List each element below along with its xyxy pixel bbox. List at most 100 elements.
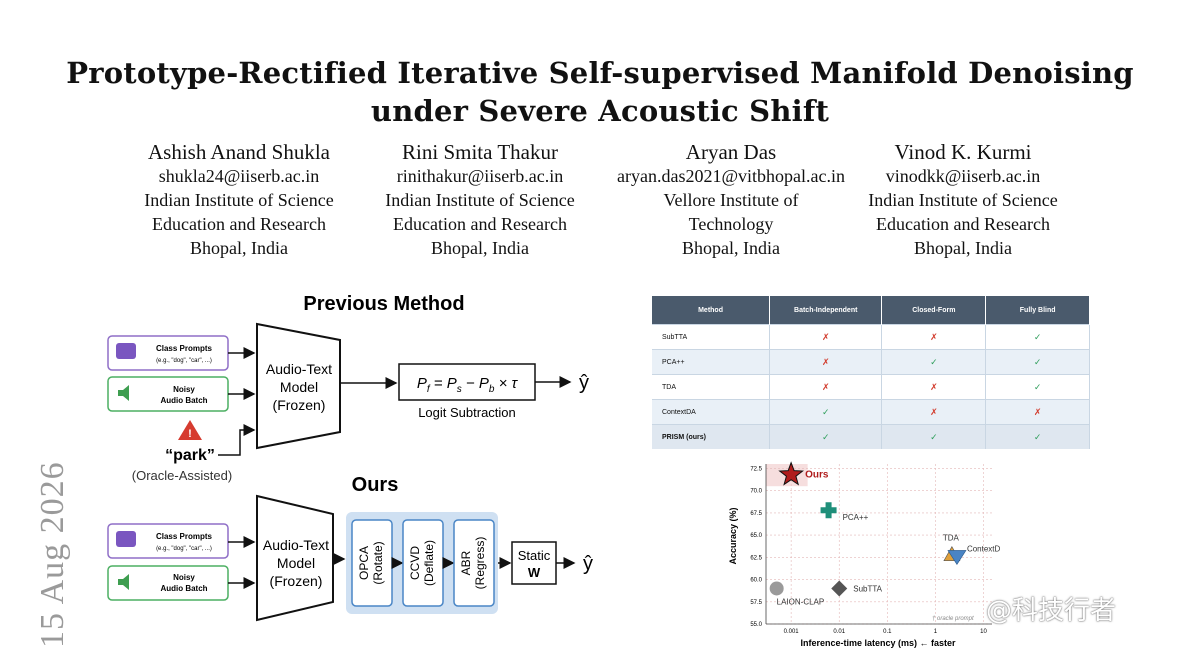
header-closed-form: Closed-Form xyxy=(881,296,987,325)
check-mark: ✓ xyxy=(881,349,987,375)
author-name: Vinod K. Kurmi xyxy=(894,140,1032,164)
author-block: Rini Smita Thakur rinithakur@iiserb.ac.i… xyxy=(355,140,605,260)
model-frozen-label: (Frozen) xyxy=(270,573,323,589)
opca-label: OPCA xyxy=(357,546,371,580)
abr-sub: (Regress) xyxy=(473,537,487,590)
check-mark: ✓ xyxy=(881,424,987,449)
method-cell: ContextDA xyxy=(652,399,771,425)
table-row: TDA ✗ ✗ ✓ xyxy=(652,374,1090,400)
author-affiliation: Education and Research xyxy=(876,214,1050,234)
cross-mark: ✗ xyxy=(769,324,883,350)
chat-icon xyxy=(116,343,136,359)
y-tick-label: 65.0 xyxy=(750,533,762,539)
author-location: Bhopal, India xyxy=(682,238,780,258)
author-affiliation: Indian Institute of Science xyxy=(868,190,1058,210)
y-tick-label: 62.5 xyxy=(750,555,762,561)
author-affiliation: Technology xyxy=(688,214,774,234)
author-location: Bhopal, India xyxy=(190,238,288,258)
author-affiliation: Education and Research xyxy=(393,214,567,234)
table-row: PCA++ ✗ ✓ ✓ xyxy=(652,349,1090,375)
y-tick-label: 60.0 xyxy=(750,578,762,584)
author-affiliation: Indian Institute of Science xyxy=(385,190,575,210)
ours-star-point xyxy=(778,461,804,486)
pcapp-plus-point xyxy=(820,502,837,519)
author-block: Vinod K. Kurmi vinodkk@iiserb.ac.in Indi… xyxy=(838,140,1088,260)
author-email[interactable]: rinithakur@iiserb.ac.in xyxy=(396,166,564,186)
author-email[interactable]: shukla24@iiserb.ac.in xyxy=(158,166,320,186)
check-mark: ✓ xyxy=(985,324,1090,350)
author-email[interactable]: vinodkk@iiserb.ac.in xyxy=(885,166,1041,186)
author-block: Ashish Anand Shukla shukla24@iiserb.ac.i… xyxy=(114,140,364,260)
method-cell: TDA xyxy=(652,374,771,400)
point-label: SubTTA xyxy=(853,584,882,593)
prediction-output: ŷ xyxy=(579,372,589,394)
subtta-diamond-point xyxy=(831,580,848,597)
chat-icon xyxy=(116,531,136,547)
class-prompts-label: Class Prompts xyxy=(156,532,213,541)
paper-title-line1: Prototype-Rectified Iterative Self-super… xyxy=(66,56,1134,90)
point-label: ContextDA† xyxy=(967,544,1000,553)
paper-title-line2: under Severe Acoustic Shift xyxy=(370,94,830,128)
table-row: ContextDA ✓ ✗ ✗ xyxy=(652,399,1090,425)
y-tick-label: 67.5 xyxy=(750,511,762,517)
model-label: Audio-Text xyxy=(266,361,332,377)
class-prompts-example: (e.g., "dog", "car", ...) xyxy=(156,358,212,364)
previous-method-title: Previous Method xyxy=(303,293,464,315)
oracle-assisted-label: (Oracle-Assisted) xyxy=(132,468,232,483)
audio-text-model xyxy=(256,322,341,450)
audio-text-model xyxy=(256,494,334,622)
noisy-label: Noisy xyxy=(173,385,195,394)
logit-subtraction-label: Logit Subtraction xyxy=(418,405,516,420)
point-label: Ours xyxy=(805,470,829,481)
header-method: Method xyxy=(652,296,771,325)
y-tick-label: 57.5 xyxy=(750,600,762,606)
cross-mark: ✗ xyxy=(769,349,883,375)
method-diagram: Previous Method Class Prompts (e.g., "do… xyxy=(107,293,593,622)
author-affiliation: Vellore Institute of xyxy=(663,190,799,210)
check-mark: ✓ xyxy=(985,424,1090,449)
x-tick-label: 0.01 xyxy=(833,629,845,635)
speaker-icon xyxy=(118,385,129,401)
point-label: PCA++ xyxy=(843,513,869,522)
x-tick-label: 0.001 xyxy=(784,629,800,635)
class-prompts-label: Class Prompts xyxy=(156,344,213,353)
author-affiliation: Education and Research xyxy=(152,214,326,234)
author-location: Bhopal, India xyxy=(431,238,529,258)
w-label: W xyxy=(528,565,541,580)
audio-batch-label: Audio Batch xyxy=(160,396,207,405)
check-mark: ✓ xyxy=(769,424,883,449)
author-location: Bhopal, India xyxy=(914,238,1012,258)
class-prompts-box xyxy=(107,523,229,559)
oracle-prompt-note: † oracle prompt xyxy=(932,616,974,622)
watermark: @科技行者 xyxy=(986,596,1117,626)
ours-title: Ours xyxy=(352,474,399,496)
table-row: SubTTA ✗ ✗ ✓ xyxy=(652,324,1090,350)
x-tick-label: 1 xyxy=(934,629,938,635)
author-name: Aryan Das xyxy=(685,140,777,164)
ccvd-sub: (Deflate) xyxy=(422,540,436,586)
cross-mark: ✗ xyxy=(881,399,987,425)
audio-batch-label: Audio Batch xyxy=(160,584,207,593)
contextda-triangle-point xyxy=(947,550,967,565)
author-affiliation: Indian Institute of Science xyxy=(144,190,334,210)
speaker-icon xyxy=(118,574,129,590)
y-tick-label: 72.5 xyxy=(750,466,762,472)
paper-title: Prototype-Rectified Iterative Self-super… xyxy=(0,54,1200,130)
abr-stage xyxy=(453,519,495,607)
model-label: Audio-Text xyxy=(263,537,329,553)
cross-mark: ✗ xyxy=(769,374,883,400)
cross-mark: ✗ xyxy=(881,324,987,350)
abr-label: ABR xyxy=(459,550,473,575)
opca-sub: (Rotate) xyxy=(371,541,385,584)
check-mark: ✓ xyxy=(769,399,883,425)
check-mark: ✓ xyxy=(985,349,1090,375)
author-block: Aryan Das aryan.das2021@vitbhopal.ac.in … xyxy=(597,140,865,260)
cross-mark: ✗ xyxy=(985,399,1090,425)
svg-text:!: ! xyxy=(188,428,192,440)
author-email[interactable]: aryan.das2021@vitbhopal.ac.in xyxy=(616,166,845,186)
author-name: Ashish Anand Shukla xyxy=(147,140,330,164)
method-cell: SubTTA xyxy=(652,324,771,350)
